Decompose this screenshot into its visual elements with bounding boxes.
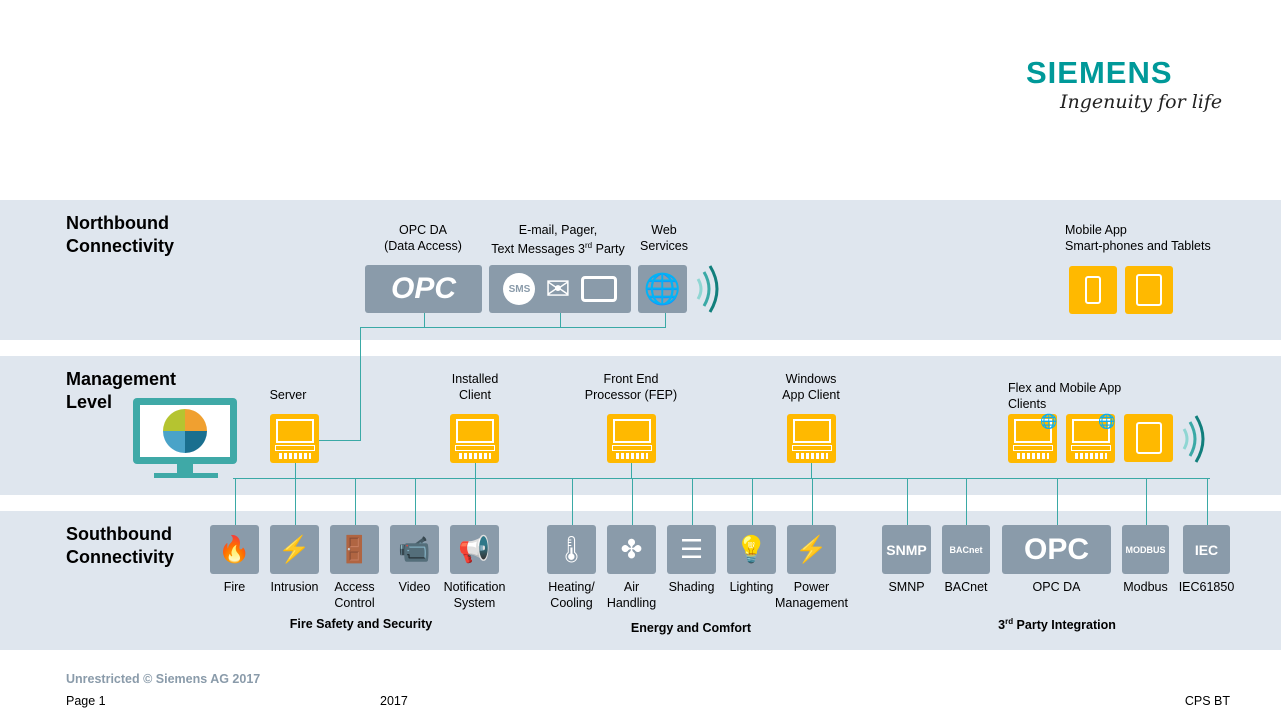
southbound-label: Lighting (729, 580, 774, 594)
shading-icon: ☰ (679, 534, 704, 564)
notification-icon: 📢 (458, 534, 491, 564)
tile-access-control: 🚪 (330, 525, 379, 574)
modbus-logo: MODBUS (1125, 544, 1166, 555)
smartphone-tile (1069, 266, 1117, 314)
tile-opc: OPC (1002, 525, 1111, 574)
page-number: Page 1 (66, 694, 106, 708)
southbound-label: Modbus (1123, 580, 1168, 594)
tablet-client-tile (1124, 414, 1173, 462)
southbound-label: Intrusion (270, 580, 319, 594)
group-energy-comfort: Energy and Comfort (630, 621, 752, 635)
iec-logo: IEC (1194, 541, 1219, 558)
mobile-app-client-tile: 🌐 (1066, 413, 1116, 463)
opc-tile: OPC (365, 265, 482, 313)
flex-client-tile: 🌐 (1008, 413, 1058, 463)
sms-icon: SMS (503, 273, 536, 305)
southbound-label: Heating/Cooling (548, 580, 595, 610)
tile-power: ⚡ (787, 525, 836, 574)
opc-logo: OPC (1023, 532, 1089, 566)
tile-snmp: SNMP (882, 525, 931, 574)
installed-client-tile (450, 414, 499, 463)
southbound-label: Shading (668, 580, 715, 594)
tile-video-camera: 📹 (390, 525, 439, 574)
fire-icon: 🔥 (218, 534, 251, 564)
server-tile (270, 414, 319, 463)
opc-label: OPC DA(Data Access) (384, 223, 462, 253)
smartphone-icon (1085, 276, 1101, 304)
bus-line (233, 478, 1210, 479)
tablet-tile (1125, 266, 1173, 314)
tile-fan: ✤ (607, 525, 656, 574)
wireless-signal-icon (1182, 415, 1205, 463)
server-label: Server (269, 388, 307, 402)
access-control-icon: 🚪 (338, 534, 371, 564)
fan-icon: ✤ (620, 534, 643, 564)
messaging-tile: SMS ✉ (489, 265, 631, 313)
intrusion-icon: ⚡ (278, 534, 311, 564)
tile-lightbulb: 💡 (727, 525, 776, 574)
tablet-icon (1136, 274, 1162, 306)
tile-intrusion: ⚡ (270, 525, 319, 574)
snmp-logo: SNMP (886, 541, 927, 558)
thermometer-icon: 🌡 (554, 534, 588, 564)
tile-modbus: MODBUS (1122, 525, 1169, 574)
southbound-label: SMNP (888, 580, 925, 594)
tile-fire: 🔥 (210, 525, 259, 574)
windows-client-tile (787, 414, 836, 463)
tile-thermometer: 🌡 (547, 525, 596, 574)
lightbulb-icon: 💡 (735, 534, 768, 564)
web-services-tile: 🌐 (638, 265, 687, 313)
bacnet-logo: BACnet (949, 544, 983, 555)
video-camera-icon: 📹 (398, 534, 431, 564)
group-3rd-party: 3rd Party Integration (998, 617, 1116, 633)
tile-shading: ☰ (667, 525, 716, 574)
southbound-label: BACnet (944, 580, 988, 594)
tile-bacnet: BACnet (942, 525, 990, 574)
workstation-monitor-icon (133, 398, 237, 464)
classification: Unrestricted © Siemens AG 2017 (66, 672, 261, 686)
globe-icon: 🌐 (643, 272, 682, 306)
southbound-label: Fire (223, 580, 246, 594)
southbound-label: OPC DA (1032, 580, 1081, 594)
email-icon: ✉ (545, 272, 571, 306)
tablet-icon (1135, 422, 1162, 454)
department: CPS BT (1184, 694, 1230, 708)
southbound-label: Video (398, 580, 431, 594)
siemens-logo: SIEMENS (1026, 55, 1173, 90)
messages-label: E-mail, Pager,Text Messages 3rd Party (491, 223, 625, 257)
group-fire-safety: Fire Safety and Security (289, 617, 433, 631)
tagline: Ingenuity for life (1060, 91, 1223, 113)
fep-tile (607, 414, 656, 463)
power-icon: ⚡ (795, 534, 828, 564)
pager-icon (580, 276, 617, 302)
wireless-signal-icon (696, 265, 719, 313)
southbound-label: IEC61850 (1178, 580, 1235, 594)
tile-notification: 📢 (450, 525, 499, 574)
year: 2017 (380, 694, 408, 708)
tile-iec: IEC (1183, 525, 1230, 574)
opc-logo: OPC (390, 272, 456, 305)
